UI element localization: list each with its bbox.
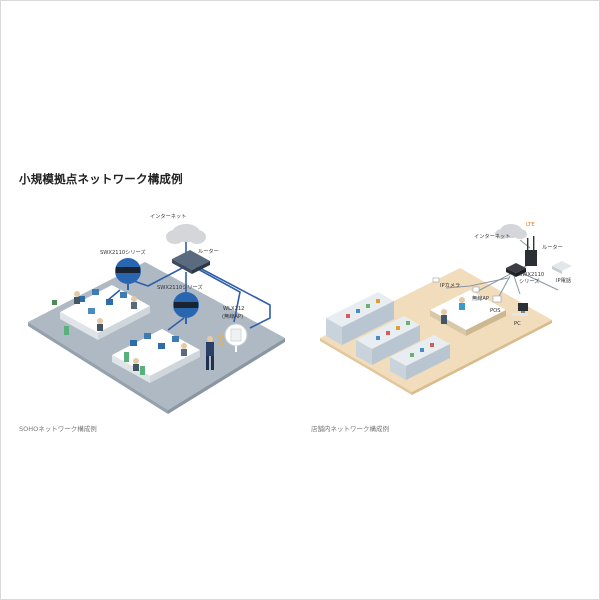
- store-pc-label: PC: [514, 321, 521, 327]
- store-caption: 店舗内ネットワーク構成例: [311, 425, 389, 433]
- store-switch-model-label: SWX2110: [519, 272, 544, 278]
- store-ap-label: 無線AP: [472, 294, 489, 302]
- router-icon: [172, 250, 210, 274]
- desk-cluster-2: [112, 329, 200, 383]
- desk-cluster-1: [60, 285, 150, 340]
- store-ip-camera-label: IPカメラ: [440, 282, 460, 289]
- cloud-icon: [495, 224, 527, 239]
- soho-switch1-label: SWX2110シリーズ: [100, 248, 146, 256]
- soho-caption: SOHOネットワーク構成例: [19, 425, 97, 433]
- soho-router-label: ルーター: [198, 247, 219, 255]
- switch-icon: [115, 258, 141, 290]
- store-counter: [430, 290, 506, 336]
- cloud-icon: [166, 224, 206, 244]
- soho-ap-model-label: WLX212: [223, 306, 244, 312]
- store-pos-label: POS: [490, 308, 501, 314]
- access-point-icon: [224, 323, 248, 352]
- camera-icon: [432, 277, 440, 283]
- access-point-icon: [472, 286, 480, 293]
- page-title: 小規模拠点ネットワーク構成例: [19, 172, 183, 186]
- soho-internet-label: インターネット: [150, 212, 186, 220]
- store-shelves: [326, 292, 450, 380]
- store-router-label: ルーター: [542, 243, 563, 251]
- router-icon: [525, 236, 537, 266]
- store-internet-label: インターネット: [474, 232, 510, 240]
- standing-person: [206, 333, 225, 370]
- store-switch-series-label: シリーズ: [519, 277, 540, 285]
- store-ip-phone-label: IP電話: [556, 276, 571, 284]
- store-lte-label: LTE: [526, 222, 535, 228]
- switch-icon: [173, 292, 199, 324]
- ip-phone-icon: [552, 261, 572, 274]
- pc-icon: [512, 303, 528, 316]
- soho-ap-type-label: (無線AP): [222, 312, 243, 320]
- soho-switch2-label: SWX2110シリーズ: [157, 283, 203, 291]
- pos-icon: [492, 295, 502, 303]
- switch-icon: [506, 263, 526, 277]
